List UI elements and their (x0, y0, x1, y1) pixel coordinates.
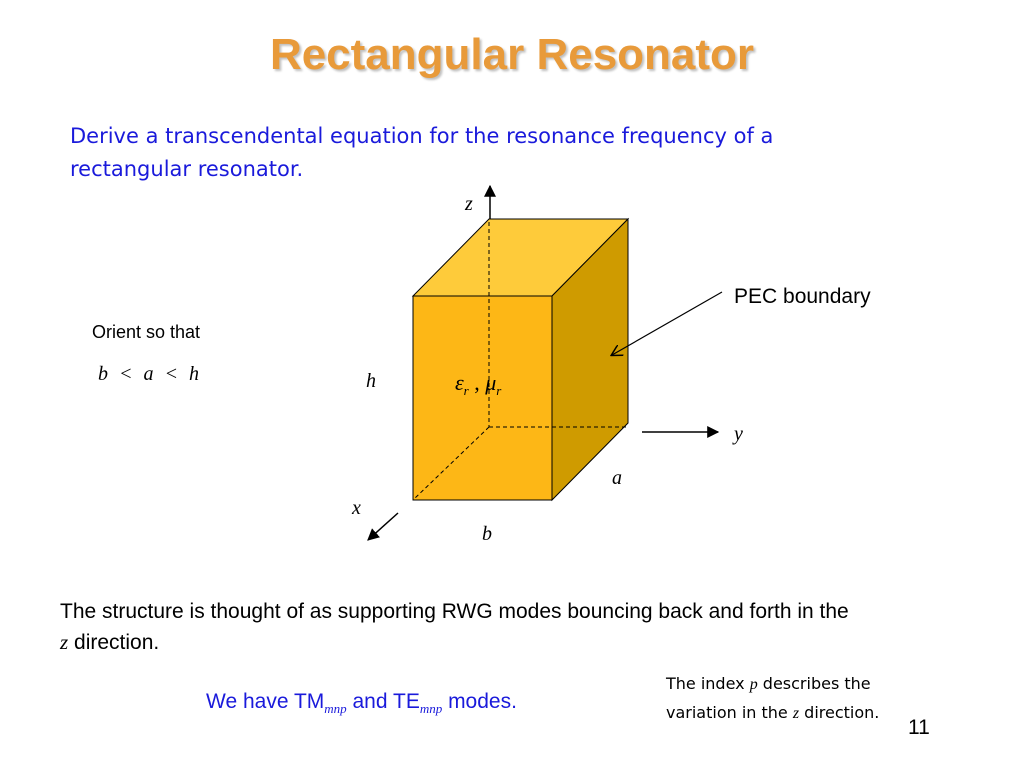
note-text-3: direction. (799, 703, 880, 722)
page-number: 11 (908, 716, 930, 739)
note-text-2: describes the variation in the (666, 674, 871, 722)
structure-text-2: direction. (68, 631, 160, 654)
width-label: b (482, 523, 492, 545)
note-text-1: The index (666, 674, 750, 693)
slide-title: Rectangular Resonator (269, 30, 755, 79)
z-axis-label: z (464, 193, 473, 215)
te-subscript: mnp (419, 701, 443, 717)
pec-pointer-arrow (612, 291, 723, 355)
permittivity-sub: r (464, 383, 470, 398)
modes-statement: We have TMmnp and TEmnp modes. (206, 690, 517, 717)
height-label: h (366, 370, 376, 392)
note-var-p: p (749, 676, 758, 693)
material-separator: , (469, 370, 486, 395)
material-params: εr , μr (455, 370, 502, 398)
x-axis-label: x (351, 497, 361, 519)
pec-boundary-label: PEC boundary (734, 285, 871, 308)
orient-label: Orient so that (92, 322, 201, 342)
hidden-edge-x (412, 426, 490, 501)
tm-subscript: mnp (324, 701, 347, 717)
permittivity-symbol: ε (455, 370, 464, 395)
slide-subtitle: Derive a transcendental equation for the… (70, 124, 774, 181)
modes-prefix: We have TM (206, 690, 325, 713)
permeability-symbol: μ (484, 370, 496, 395)
depth-label: a (612, 467, 622, 489)
modes-middle: and TE (346, 690, 420, 713)
permeability-sub: r (496, 383, 502, 398)
note-var-z: z (792, 705, 800, 722)
x-axis-line (367, 512, 399, 541)
structure-text-1: The structure is thought of as supportin… (60, 600, 849, 623)
dimension-inequality: b < a < h (98, 363, 199, 385)
structure-var-z: z (60, 630, 69, 654)
box-front-face (412, 295, 553, 501)
y-axis-label: y (732, 423, 743, 445)
index-note: The index p describes the variation in t… (666, 670, 936, 728)
structure-description: The structure is thought of as supportin… (60, 597, 860, 658)
modes-suffix: modes. (442, 690, 517, 713)
